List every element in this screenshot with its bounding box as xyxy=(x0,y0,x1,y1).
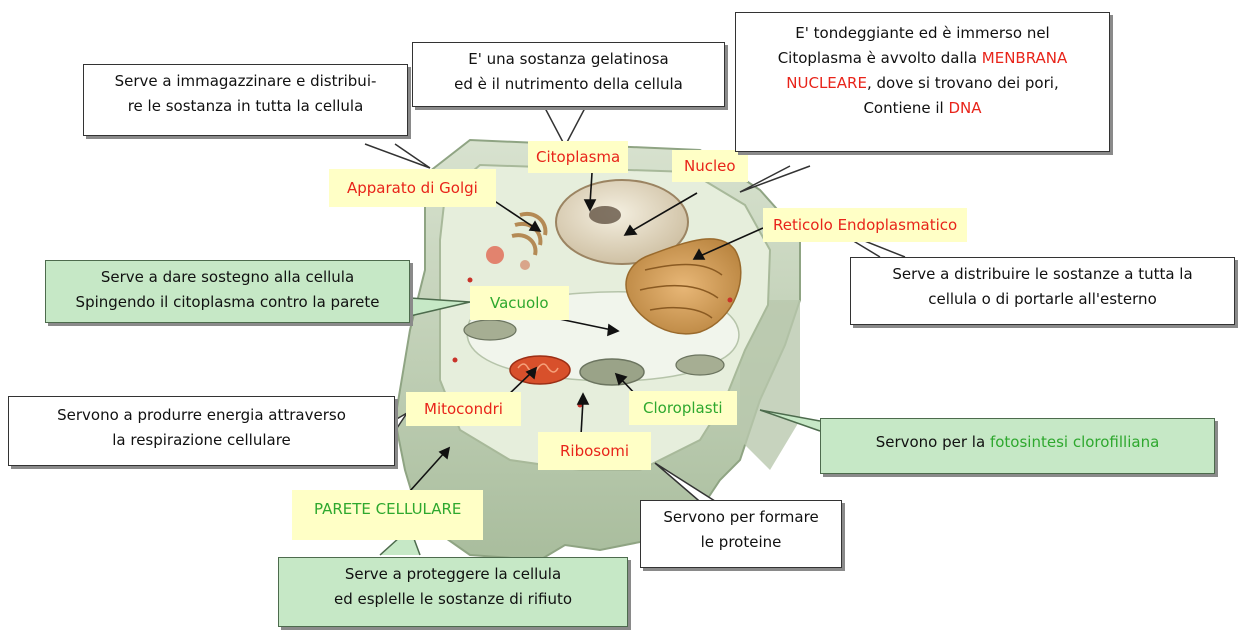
callout-ribosomi-line-1: Servono per formare xyxy=(663,508,819,526)
callout-mitocondri: Servono a produrre energia attraverso la… xyxy=(8,396,395,466)
callout-citoplasma-line-1: E' una sostanza gelatinosa xyxy=(468,50,669,68)
callout-citoplasma: E' una sostanza gelatinosa ed è il nutri… xyxy=(412,42,725,107)
callout-nucleo-line-4: Contiene il DNA xyxy=(742,96,1103,121)
callout-reticolo-line-1: Serve a distribuire le sostanze a tutta … xyxy=(892,265,1193,283)
callout-mitocondri-line-2: la respirazione cellulare xyxy=(112,431,291,449)
callout-nucleo-nucleare: NUCLEARE xyxy=(786,74,867,92)
callout-reticolo: Serve a distribuire le sostanze a tutta … xyxy=(850,257,1235,325)
ribosome-dot xyxy=(727,297,733,303)
ribosome-dot xyxy=(452,357,458,363)
vesicle xyxy=(520,260,530,270)
label-apparato-golgi: Apparato di Golgi xyxy=(329,169,496,207)
label-parete-cellulare: PARETE CELLULARE xyxy=(292,490,484,540)
chloroplast-2 xyxy=(463,319,517,341)
callout-golgi-line-2: re le sostanza in tutta la cellula xyxy=(127,97,364,115)
vesicle xyxy=(486,246,504,264)
callout-nucleo-membrana: MENBRANA xyxy=(981,49,1068,67)
callout-citoplasma-line-2: ed è il nutrimento della cellula xyxy=(454,75,683,93)
label-mitocondri: Mitocondri xyxy=(406,392,521,426)
callout-nucleo-text-a: Citoplasma è avvolto dalla xyxy=(777,49,982,67)
chloroplast xyxy=(579,358,645,386)
mitochondrion xyxy=(509,355,571,385)
callout-reticolo-line-2: cellula o di portarle all'esterno xyxy=(928,290,1157,308)
callout-vacuolo: Serve a dare sostegno alla cellula Sping… xyxy=(45,260,410,323)
callout-golgi: Serve a immagazzinare e distribui- re le… xyxy=(83,64,408,136)
callout-parete: Serve a proteggere la cellula ed esplell… xyxy=(278,557,628,627)
callout-vacuolo-line-1: Serve a dare sostegno alla cellula xyxy=(100,268,355,286)
callout-nucleo: E' tondeggiante ed è immerso nel Citopla… xyxy=(735,12,1110,152)
callout-ribosomi-line-2: le proteine xyxy=(700,533,782,551)
callout-cloroplasti-fotosintesi: fotosintesi clorofilliana xyxy=(989,433,1160,451)
label-vacuolo: Vacuolo xyxy=(470,286,569,320)
label-cloroplasti: Cloroplasti xyxy=(629,391,737,425)
callout-cloroplasti-line: Servono per la fotosintesi clorofilliana xyxy=(827,430,1208,455)
callout-ribosomi: Servono per formare le proteine xyxy=(640,500,842,568)
callout-parete-line-1: Serve a proteggere la cellula xyxy=(344,565,562,583)
callout-nucleo-line-1: E' tondeggiante ed è immerso nel xyxy=(795,24,1050,42)
callout-nucleo-text-b: , dove si trovano dei pori, xyxy=(866,74,1059,92)
adjacent-cell-wall xyxy=(740,300,800,470)
callout-golgi-line-1: Serve a immagazzinare e distribui- xyxy=(114,72,377,90)
callout-cloroplasti: Servono per la fotosintesi clorofilliana xyxy=(820,418,1215,474)
label-ribosomi: Ribosomi xyxy=(538,432,652,470)
ribosome-dot xyxy=(467,277,473,283)
label-reticolo-endoplasmatico: Reticolo Endoplasmatico xyxy=(763,208,968,242)
callout-cloroplasti-text: Servono per la xyxy=(875,433,990,451)
callout-nucleo-dna: DNA xyxy=(948,99,982,117)
callout-nucleo-line-3: NUCLEARE, dove si trovano dei pori, xyxy=(742,71,1103,96)
callout-nucleo-line-2: Citoplasma è avvolto dalla MENBRANA xyxy=(742,46,1103,71)
callout-parete-line-2: ed esplelle le sostanze di rifiuto xyxy=(333,590,573,608)
label-nucleo: Nucleo xyxy=(672,150,748,182)
callout-mitocondri-line-1: Servono a produrre energia attraverso xyxy=(57,406,346,424)
callout-nucleo-text-c: Contiene il xyxy=(863,99,949,117)
chloroplast-3 xyxy=(675,354,725,376)
nucleolus xyxy=(589,206,621,224)
callout-vacuolo-line-2: Spingendo il citoplasma contro la parete xyxy=(75,293,380,311)
label-citoplasma: Citoplasma xyxy=(528,141,629,173)
